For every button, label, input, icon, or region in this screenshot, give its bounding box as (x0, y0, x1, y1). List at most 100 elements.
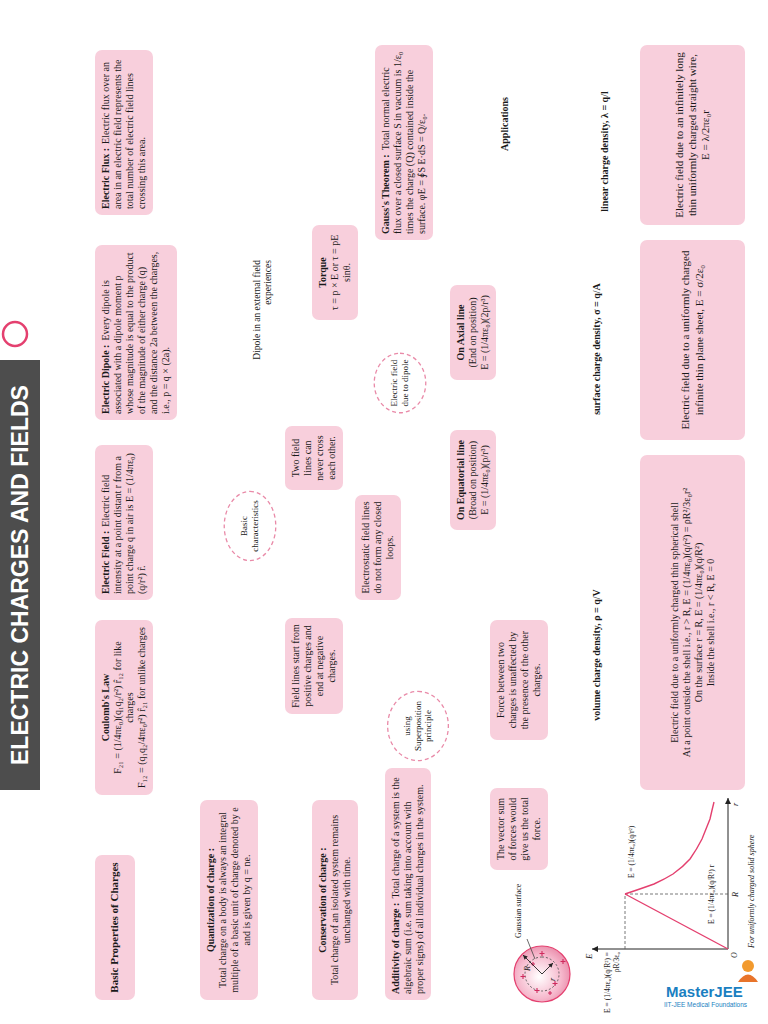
box-text: Inside the shell i.e., r < R, E = 0 (705, 461, 717, 784)
note-box: Two field lines can never cross each oth… (285, 426, 343, 490)
box-text: linear charge density, λ = q/l (599, 71, 611, 232)
text-group: Basic characteristics (239, 498, 261, 554)
text-group: Field lines start from positive charges … (290, 624, 338, 708)
box-text: The vector sum of forces would give us t… (495, 794, 543, 864)
axis-label: E (584, 954, 594, 960)
box-heading: Conservation of charge : (317, 806, 329, 994)
box-text: τ = p × E or τ = pE sinθ. (329, 231, 353, 314)
diagram-title: ELECTRIC CHARGES AND FIELDS (0, 370, 40, 780)
axis-tick-label: R (731, 892, 740, 897)
box-heading: Additivity of charge : (390, 903, 401, 994)
text-group: surface charge density, σ = q/A (591, 276, 603, 422)
box-text: Electric field due to an infinitely long… (673, 51, 713, 219)
axis-e (592, 949, 728, 950)
theorem-box: Gauss's Theorem :Total normal electric f… (375, 45, 433, 240)
box-text: volume charge density, ρ = q/V (591, 552, 603, 758)
logo: MasterJEEIIT-JEE Medical Foundations (650, 955, 765, 1017)
part-label: Gaussian surface (514, 878, 523, 938)
box-text: Electric field due to a uniformly charge… (669, 461, 681, 784)
concept-oval: using Superposition principle (385, 690, 451, 762)
note-box: Field lines start from positive charges … (285, 618, 343, 714)
property-box: Quantization of charge :Total charge on … (200, 800, 258, 1000)
density-label: volume charge density, ρ = q/V (590, 550, 604, 760)
note-box: The vector sum of forces would give us t… (490, 788, 548, 870)
text-group: ELECTRIC CHARGES AND FIELDS (0, 370, 40, 780)
box-text: Two field lines can never cross each oth… (290, 432, 338, 484)
box-text: surface charge density, σ = q/A (591, 276, 603, 422)
text-group: Conservation of charge :Total charge of … (317, 806, 353, 994)
box-text: Basic characteristics (239, 498, 261, 554)
oval-shape (388, 691, 449, 760)
text-group: linear charge density, λ = q/l (599, 71, 611, 232)
text-group: Electrostatic field lines do not form an… (360, 501, 396, 594)
box-heading: On Equatorial line (455, 436, 467, 524)
text-group: Additivity of charge :Total charge of a … (390, 774, 426, 994)
text-group: Electric field due to a uniformly charge… (679, 246, 705, 434)
box-text: E = (1/4πε₀)(p/r³) (479, 436, 491, 524)
text-group: Coulomb's LawF₂₁ = (1/4πε₀)(q₁q₂/r²) r̂₁… (100, 626, 148, 789)
text-group: Electric field due to dipole (389, 359, 411, 407)
field-outside-curve (625, 802, 714, 894)
oval-shape (224, 491, 276, 560)
logo-tagline: IIT-JEE Medical Foundations (664, 1001, 747, 1008)
formula-box: On Equatorial line(Broad on position)E =… (450, 430, 496, 530)
text-group: Quantization of charge :Total charge on … (205, 806, 253, 994)
density-label: surface charge density, σ = q/A (590, 274, 604, 424)
box-text: (End on position) (467, 291, 479, 374)
box-text: Field lines start from positive charges … (290, 624, 338, 708)
box-text: using Superposition principle (402, 698, 434, 754)
caption-label: For uniformly charged solid sphere (747, 788, 756, 948)
box-text: Electric field due to dipole (389, 359, 411, 407)
logo-body (738, 975, 758, 983)
note-box: Force between two charges is unaffected … (490, 620, 548, 740)
box-text: Total charge on a body is always an inte… (217, 806, 253, 994)
text-group: Two field lines can never cross each oth… (290, 432, 338, 484)
logo-head (742, 960, 754, 972)
text-group: Applications (499, 96, 511, 152)
box-text: Electrostatic field lines do not form an… (360, 501, 396, 594)
box-heading: Torque (317, 231, 329, 314)
box-text: F₁₂ = (q₁q₂/4πε₀r²) r̂₂₁ for unlike char… (136, 626, 148, 789)
property-box: Additivity of charge :Total charge of a … (385, 768, 431, 1000)
text-group: Gauss's Theorem :Total normal electric f… (380, 51, 428, 234)
property-box: Conservation of charge :Total charge of … (312, 800, 358, 1000)
box-heading: Electric Flux : (100, 148, 111, 209)
formula-label: E = (1/4πε₀)(q/R²) = ρR/3ε₀ (604, 952, 621, 1020)
box-heading: Electric Dipole : (100, 345, 111, 414)
box-text: On the surface r = R, E = (1/4πε₀)(q/R²) (693, 461, 705, 784)
text-group: using Superposition principle (402, 698, 434, 754)
box-text: Electric field due to a uniformly charge… (679, 246, 705, 434)
box-heading: Coulomb's Law (100, 626, 112, 789)
oval-shape (374, 353, 426, 413)
text-group: Electric field due to a uniformly charge… (669, 461, 717, 784)
text-group: volume charge density, ρ = q/V (591, 552, 603, 758)
axis-label: r (731, 803, 740, 806)
plus-signs (521, 951, 566, 995)
dimension-label: R (523, 966, 532, 971)
concept-oval: Electric field due to dipole (372, 352, 428, 414)
charged-sphere (514, 946, 570, 1002)
origin-label: O (730, 952, 739, 958)
box-text: At a point outside the shell i.e., r > R… (681, 461, 693, 784)
topic-box: Basic Properties of Charges (95, 855, 135, 1000)
box-text: E = (1/4πε₀)(2p/r³) (479, 291, 491, 374)
result-box: Electric field due to a uniformly charge… (640, 240, 745, 440)
box-heading: Gauss's Theorem : (380, 154, 391, 234)
radius-arrow (523, 955, 542, 974)
concept-box: Electric Dipole :Every dipole is associa… (95, 245, 177, 420)
box-text: (Broad on position) (467, 436, 479, 524)
text-group: On Axial line(End on position)E = (1/4πε… (455, 291, 491, 374)
title-banner: ELECTRIC CHARGES AND FIELDS (0, 360, 40, 790)
text-group: Electric Dipole :Every dipole is associa… (100, 251, 172, 414)
logo-name: MasterJEE (666, 983, 743, 1000)
axis-r (728, 798, 729, 949)
text-group: Basic Properties of Charges (108, 861, 121, 994)
branch-label: Applications (498, 94, 512, 154)
box-text: F₂₁ = (1/4πε₀)(q₁q₂/r²) r̂₁₂ for like ch… (112, 626, 136, 789)
text-group: Electric field due to an infinitely long… (673, 51, 713, 219)
box-heading: Electric Field : (100, 531, 111, 594)
formula-box: Torqueτ = p × E or τ = pE sinθ. (312, 225, 358, 320)
formula-label: E = (1/4πε₀)(q/r²) (628, 796, 637, 878)
text-group: Torqueτ = p × E or τ = pE sinθ. (317, 231, 353, 314)
concept-oval: Basic characteristics (222, 490, 278, 562)
